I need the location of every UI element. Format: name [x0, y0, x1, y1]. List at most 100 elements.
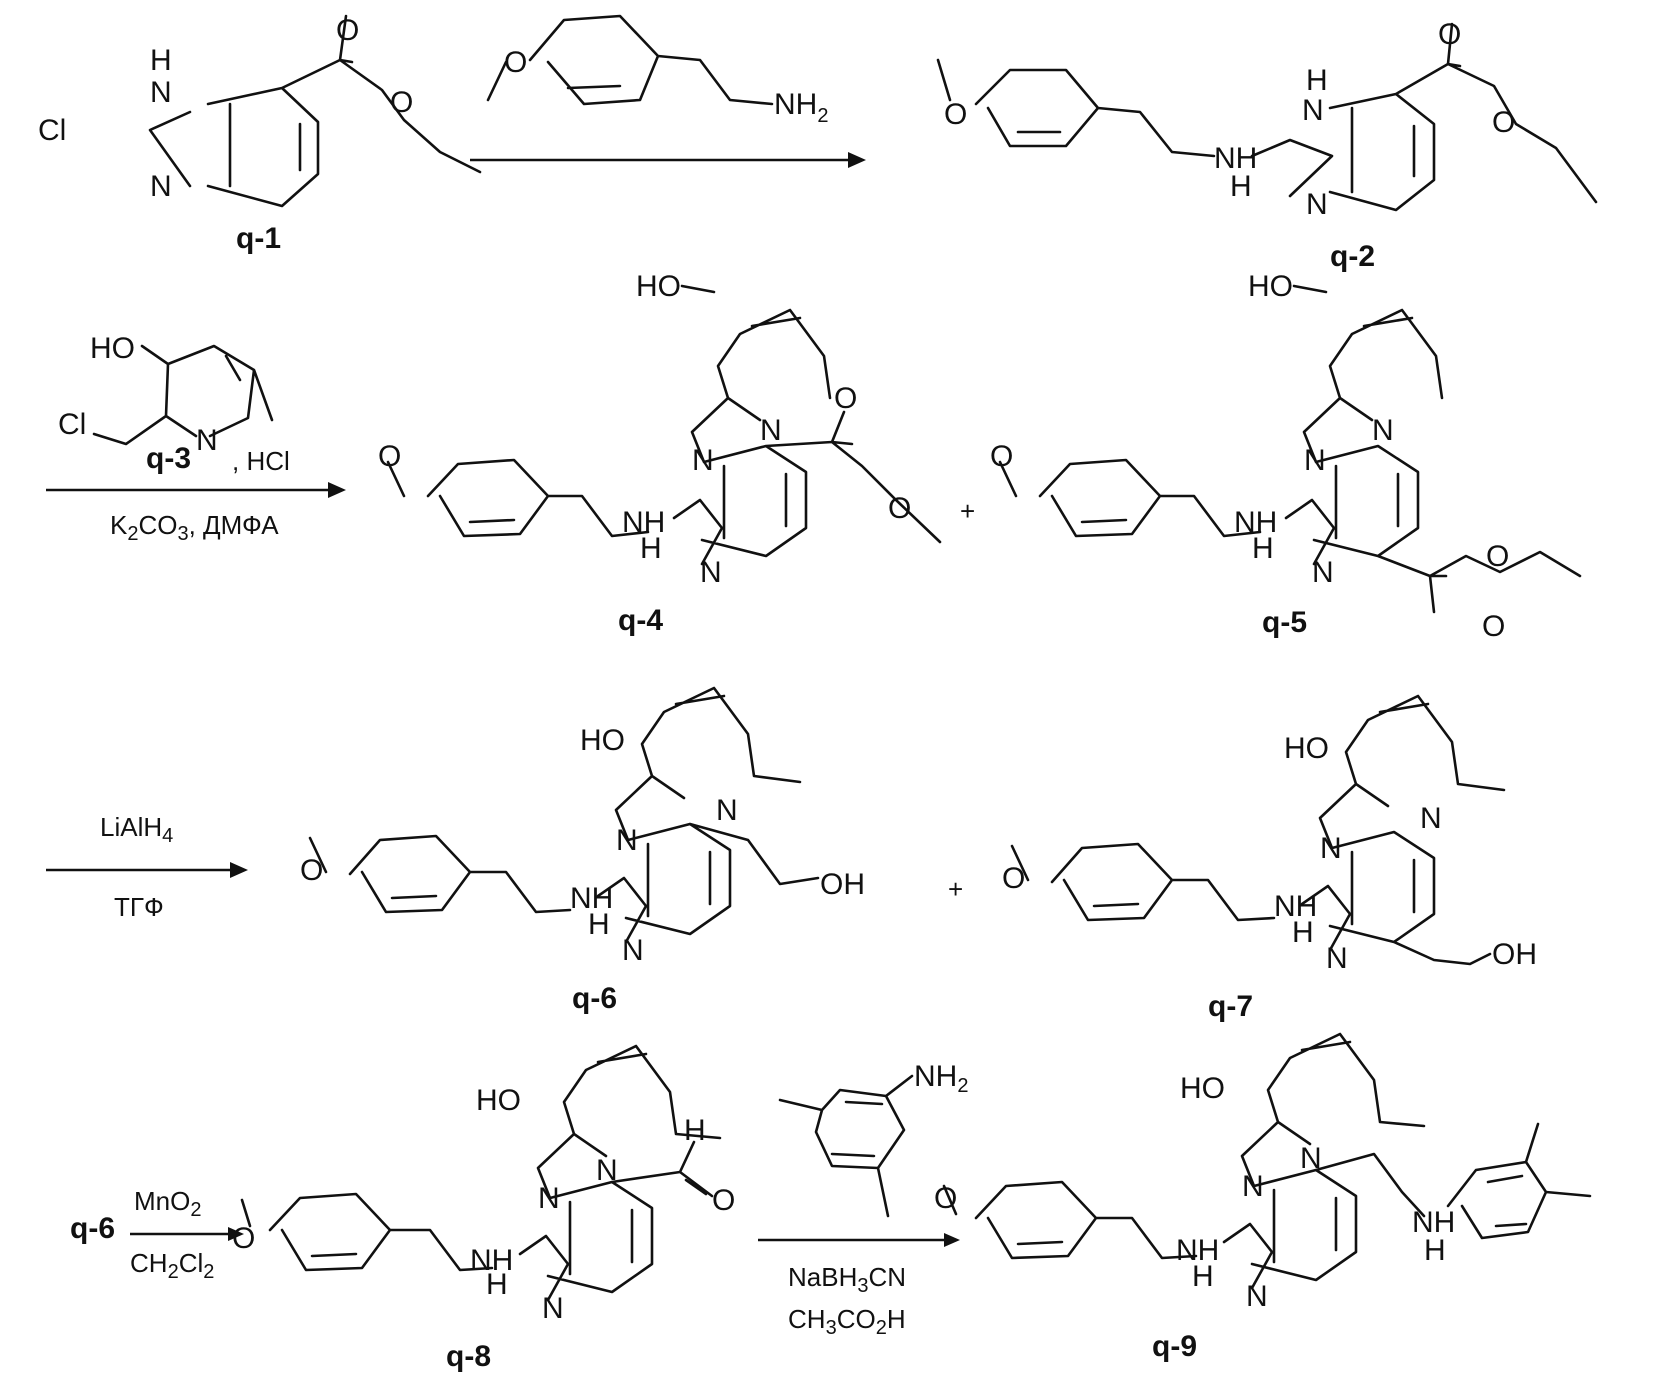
compound-q2-structure: O NH H H N N O O [938, 18, 1596, 221]
atom-o: O [1492, 106, 1515, 139]
atom-h: H [1306, 64, 1328, 97]
reagent-q3-structure: HO Cl N [58, 332, 272, 457]
atom-n: N [1302, 94, 1324, 127]
reaction-arrow-4 [130, 1227, 244, 1241]
reagent-nabh3cn: NaBH3CN [788, 1262, 906, 1297]
atom-n: N [692, 444, 714, 477]
reagent-hcl: , HCl [232, 446, 290, 476]
atom-o: O [834, 382, 857, 415]
atom-n: N [716, 794, 738, 827]
compound-label-q6: q-6 [572, 982, 617, 1015]
atom-o: O [504, 46, 527, 79]
atom-h: H [640, 532, 662, 565]
atom-n: N [622, 934, 644, 967]
atom-n: N [760, 414, 782, 447]
compound-label-q7: q-7 [1208, 990, 1253, 1023]
compound-label-q8: q-8 [446, 1340, 491, 1373]
atom-n: N [1300, 1142, 1322, 1175]
atom-o: O [1482, 610, 1505, 643]
atom-ho: HO [636, 270, 681, 303]
solvent-dcm: CH2Cl2 [130, 1248, 214, 1283]
reaction-arrow-1 [470, 152, 866, 168]
atom-ho: HO [1248, 270, 1293, 303]
compound-q6-structure: O NH H N N HO N OH [300, 688, 865, 967]
atom-oh: OH [1492, 938, 1537, 971]
reagent-mno2: MnO2 [134, 1186, 201, 1221]
atom-cl: Cl [58, 408, 86, 441]
atom-h: H [1424, 1234, 1446, 1267]
atom-n: N [150, 170, 172, 203]
reagent-methoxyphenethylamine-structure: O NH2 [488, 16, 828, 127]
atom-n: N [596, 1154, 618, 1187]
reaction-arrow-5 [758, 1233, 960, 1247]
atom-ho: HO [90, 332, 135, 365]
compound-q7-structure: O NH H N N HO N OH [1002, 696, 1537, 975]
atom-h: H [486, 1268, 508, 1301]
atom-n: N [1372, 414, 1394, 447]
atom-n: N [1320, 832, 1342, 865]
reagent-lialh4: LiAlH4 [100, 812, 173, 847]
atom-h: H [1230, 170, 1252, 203]
compound-label-q3: q-3 [146, 442, 191, 475]
atom-ho: HO [580, 724, 625, 757]
atom-o: O [390, 86, 413, 119]
compound-q4-structure: O NH H N N HO N O O [378, 270, 940, 589]
atom-n: N [700, 556, 722, 589]
atom-o: O [1002, 862, 1025, 895]
reagent-nh2: NH2 [914, 1060, 968, 1097]
atom-o: O [232, 1222, 255, 1255]
atom-n: N [1304, 444, 1326, 477]
atom-h: H [150, 44, 172, 77]
atom-o: O [712, 1184, 735, 1217]
atom-n: N [1312, 556, 1334, 589]
atom-oh: OH [820, 868, 865, 901]
atom-o: O [336, 14, 359, 47]
compound-label-q4: q-4 [618, 604, 663, 637]
compound-label-q5: q-5 [1262, 606, 1307, 639]
atom-ho: HO [1284, 732, 1329, 765]
atom-o: O [1438, 18, 1461, 51]
atom-o: O [990, 440, 1013, 473]
atom-n: N [1420, 802, 1442, 835]
atom-o: O [300, 854, 323, 887]
compound-label-q1: q-1 [236, 222, 281, 255]
atom-h: H [1192, 1260, 1214, 1293]
atom-ho: HO [476, 1084, 521, 1117]
reaction-arrow-2 [46, 482, 346, 498]
compound-label-q9: q-9 [1152, 1330, 1197, 1363]
atom-h: H [1252, 532, 1274, 565]
atom-n: N [538, 1182, 560, 1215]
atom-n: N [150, 76, 172, 109]
atom-h: H [684, 1114, 706, 1147]
conditions-base-solvent: K2CO3, ДМФА [110, 510, 279, 545]
reaction-arrow-3 [46, 862, 248, 878]
atom-h: H [588, 908, 610, 941]
atom-o: O [944, 98, 967, 131]
atom-cl: Cl [38, 114, 66, 147]
atom-ho: HO [1180, 1072, 1225, 1105]
compound-q1-structure: Cl H N N O O [38, 14, 480, 206]
plus-sign: + [948, 874, 963, 904]
atom-o: O [934, 1182, 957, 1215]
atom-h: H [1292, 916, 1314, 949]
compound-label-q2: q-2 [1330, 240, 1375, 273]
atom-n: N [616, 824, 638, 857]
compound-q5-structure: O NH H N N HO N O O [990, 270, 1580, 643]
atom-o: O [1486, 540, 1509, 573]
start-compound-q6: q-6 [70, 1212, 115, 1245]
plus-sign: + [960, 496, 975, 526]
reagent-acetic-acid: CH3CO2H [788, 1304, 906, 1339]
atom-n: N [1242, 1170, 1264, 1203]
atom-n: N [196, 424, 218, 457]
atom-n: N [1326, 942, 1348, 975]
compound-q9-structure: O NH H N N HO N NH H [934, 1034, 1590, 1313]
reagent-nh2: NH2 [774, 88, 828, 127]
compound-q8-structure: O NH H N N HO N H O [232, 1046, 735, 1325]
atom-n: N [542, 1292, 564, 1325]
atom-o: O [888, 492, 911, 525]
atom-o: O [378, 440, 401, 473]
solvent-thf: ТГФ [114, 892, 164, 922]
atom-n: N [1246, 1280, 1268, 1313]
atom-n: N [1306, 188, 1328, 221]
